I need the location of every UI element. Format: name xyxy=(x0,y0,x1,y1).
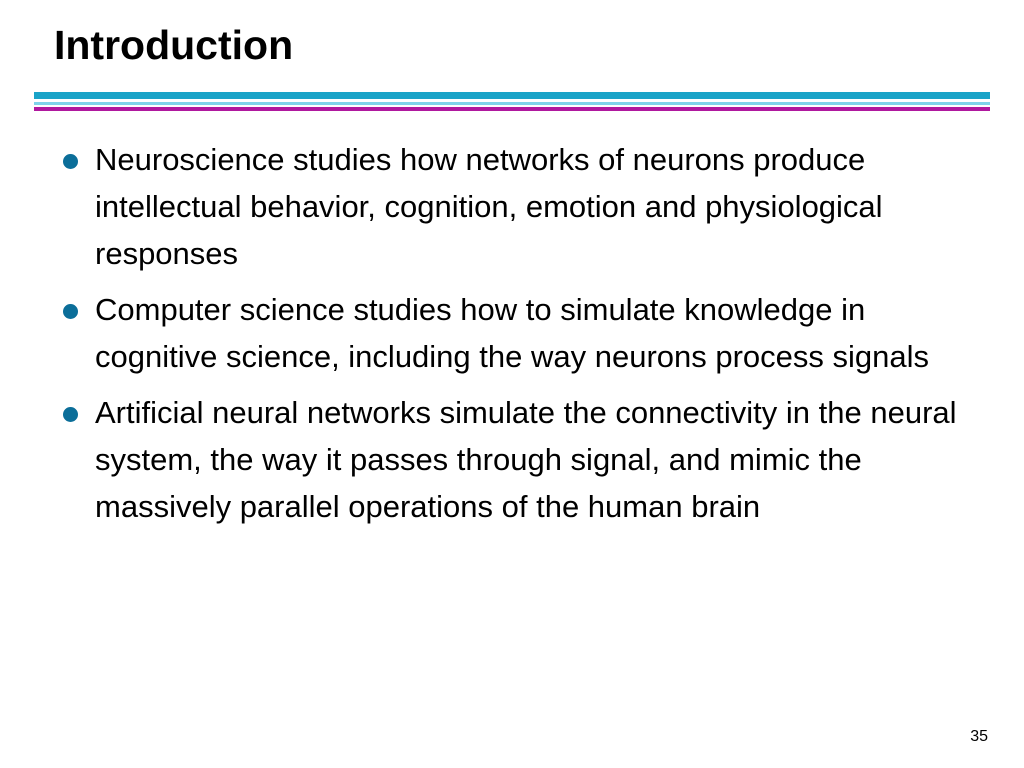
bullet-item: Neuroscience studies how networks of neu… xyxy=(60,136,960,277)
divider-gap-2 xyxy=(34,105,990,107)
page-number: 35 xyxy=(970,728,988,745)
bullet-dot-icon xyxy=(63,154,78,169)
bullet-item: Computer science studies how to simulate… xyxy=(60,286,960,380)
divider-light-cyan-line xyxy=(34,102,990,105)
bullet-text: Artificial neural networks simulate the … xyxy=(95,395,957,524)
divider-gap xyxy=(34,99,990,102)
bullet-dot-icon xyxy=(63,407,78,422)
bullet-list: Neuroscience studies how networks of neu… xyxy=(60,136,960,539)
divider-magenta-line xyxy=(34,107,990,111)
bullet-dot-icon xyxy=(63,304,78,319)
slide-title: Introduction xyxy=(54,22,294,68)
bullet-text: Computer science studies how to simulate… xyxy=(95,292,930,374)
bullet-text: Neuroscience studies how networks of neu… xyxy=(95,142,883,271)
divider-cyan-band xyxy=(34,92,990,99)
bullet-item: Artificial neural networks simulate the … xyxy=(60,389,960,530)
title-divider xyxy=(34,92,990,111)
